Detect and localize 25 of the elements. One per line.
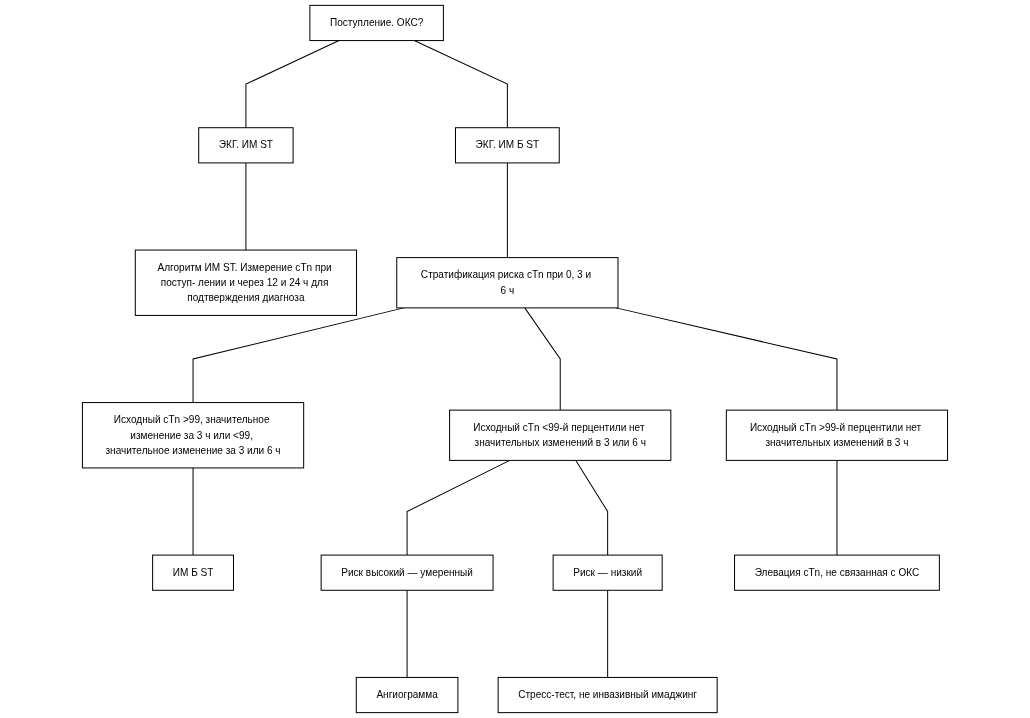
connector — [506, 162, 508, 259]
connector — [406, 589, 408, 678]
connector — [245, 40, 340, 129]
node-box: Стресс-тест, не инвазивный имаджинг — [497, 676, 718, 714]
node-box: ЭКГ. ИМ ST — [198, 127, 294, 164]
node-box: Исходный cTn >99-й перцентили нет значительных изменений в 3 ч — [725, 409, 949, 461]
node-box: Риск высокий — умеренный — [320, 554, 494, 591]
node-box: Ангиограмма — [355, 676, 459, 714]
node-box: Исходный cTn >99, значительное изменение за 3 ч или <99, значительное изменение за 3 или 6 ч — [81, 402, 305, 469]
node-box: Риск — низкий — [552, 554, 663, 591]
node-box: Исходный cTn <99-й перцентили нет значительных изменений в 3 или 6 ч — [449, 409, 672, 461]
node-box: ИМ Б ST — [152, 554, 234, 591]
node-box: Поступление. ОКС? — [309, 4, 444, 42]
node-box: Стратификация риска cTn при 0, 3 и 6 ч — [396, 257, 619, 309]
connector — [406, 459, 511, 556]
connector — [607, 589, 609, 678]
node-box: Алгоритм ИМ ST. Измерение cTn при поступ- лении и через 12 и 24 ч для подтверждения диагноза — [134, 249, 358, 316]
connector — [575, 459, 609, 556]
connector — [245, 162, 247, 251]
connector — [524, 307, 561, 411]
node-box: Элевация cTn, не связанная с ОКС — [734, 554, 940, 591]
connector — [192, 467, 194, 556]
connector — [836, 459, 838, 556]
connector — [413, 40, 508, 129]
node-box: ЭКГ. ИМ Б ST — [454, 127, 560, 164]
